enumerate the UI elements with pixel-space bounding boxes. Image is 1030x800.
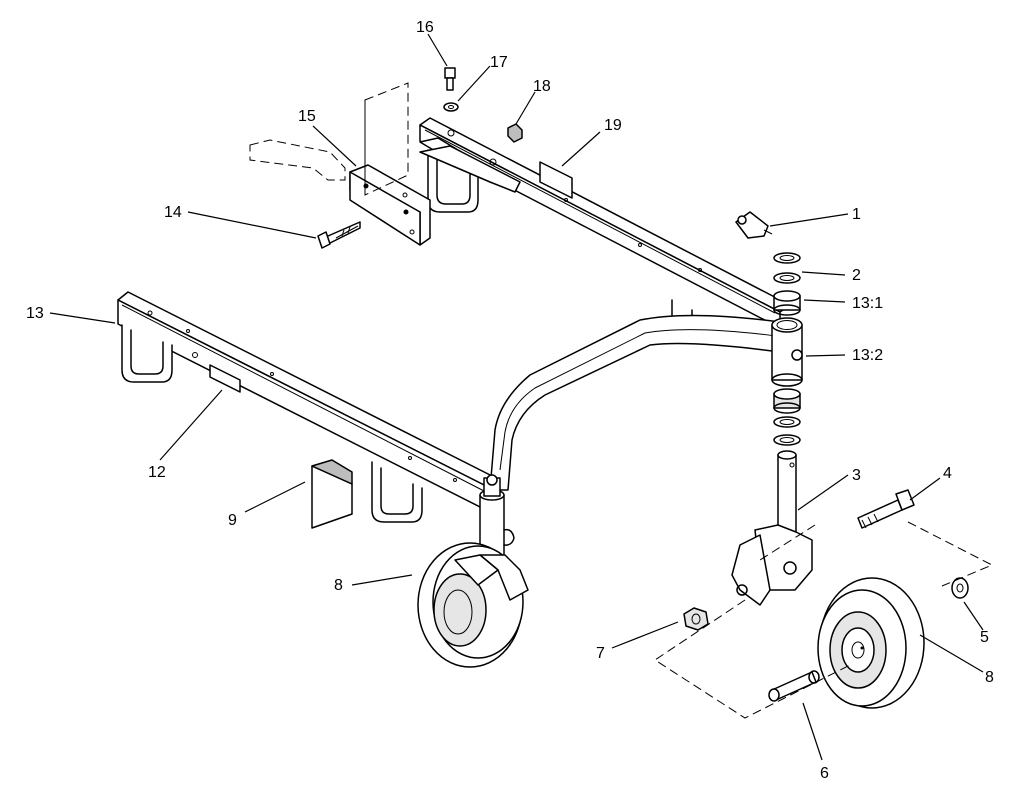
callout-17: 17: [490, 54, 508, 71]
callout-12: 12: [148, 464, 166, 481]
callout-8-left: 8: [334, 577, 343, 594]
rear-frame-rail: [419, 117, 791, 331]
bolt-14: [317, 221, 361, 249]
callout-2: 2: [852, 267, 861, 284]
right-wheel-8: [817, 577, 925, 709]
callout-14: 14: [164, 204, 182, 221]
callout-15: 15: [298, 108, 316, 125]
callout-1: 1: [852, 206, 861, 223]
front-frame-rail-13: [117, 291, 501, 523]
pivot-head: [771, 317, 803, 387]
axle-bolt-4: [857, 489, 915, 529]
callout-7: 7: [596, 645, 605, 662]
decal-9: [311, 459, 353, 529]
washer-5: [951, 577, 969, 599]
assembly-dashed-lines: [654, 521, 994, 719]
left-caster-assembly: [417, 474, 529, 668]
spacer-tube-6: [768, 670, 820, 702]
gooseneck-arm: [489, 314, 781, 491]
callout-13: 13: [26, 305, 44, 322]
callout-9: 9: [228, 512, 237, 529]
callout-5: 5: [980, 629, 989, 646]
callout-19: 19: [604, 117, 622, 134]
callout-4: 4: [943, 465, 952, 482]
hardware-16-17-18: [443, 67, 523, 166]
leader-lines: [49, 33, 984, 761]
callout-3: 3: [852, 467, 861, 484]
callout-16: 16: [416, 19, 434, 36]
callout-13-2: 13:2: [852, 347, 883, 364]
callout-18: 18: [533, 78, 551, 95]
callout-13-1: 13:1: [852, 295, 883, 312]
hitch-assembly: [249, 82, 521, 246]
decal-19: [539, 161, 573, 199]
callout-8-right: 8: [985, 669, 994, 686]
callout-6: 6: [820, 765, 829, 782]
nut-7: [683, 607, 709, 631]
callout-labels: 1 2 3 4 5 6 7 8 8 9 12 13 13:1 13:2 14 1…: [26, 19, 994, 782]
exploded-stack: [735, 211, 801, 446]
caster-fork-3: [731, 450, 813, 606]
